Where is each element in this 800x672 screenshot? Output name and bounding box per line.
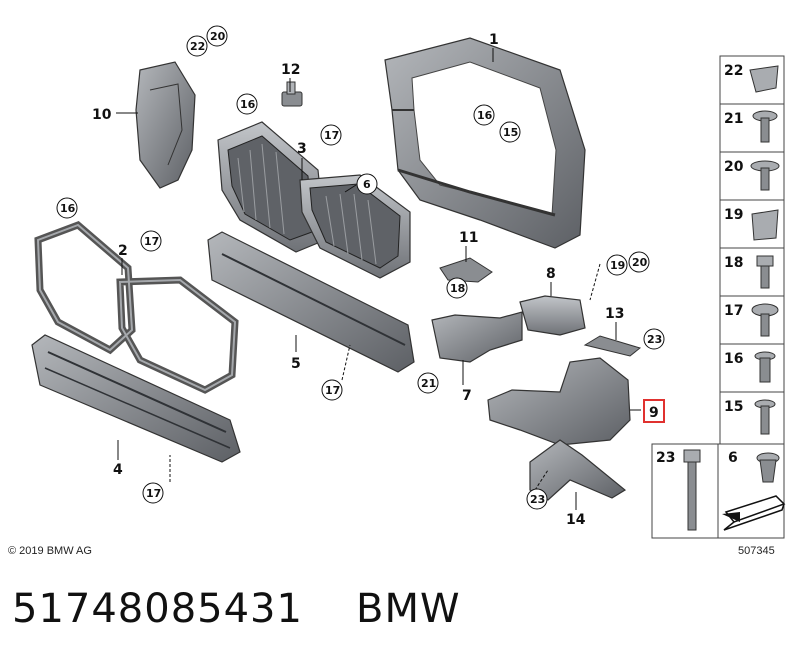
callout-16-circle-a: 16 [240,98,256,111]
callout-11: 11 [459,230,478,246]
part-8-duct-extension [519,295,586,336]
part-14-holder [529,439,627,501]
callout-17-circle-b: 17 [144,235,159,248]
part-1-frame [384,37,586,249]
screw-washer-icon [750,160,780,191]
image-number: 507345 [738,545,775,557]
part-11-bracket [439,257,493,283]
callout-3: 3 [297,141,307,157]
legend-item-18: 18 [724,255,743,271]
part-7-air-duct [431,311,523,363]
part-3-kidney-grille [217,121,411,279]
part-4-lower-duct [31,334,241,463]
callout-13: 13 [605,306,624,322]
callout-8: 8 [546,266,556,282]
copyright-text: © 2019 BMW AG [8,545,92,557]
callout-7: 7 [462,388,472,404]
legend-item-23: 23 [656,450,675,466]
callout-20-circle-b: 20 [632,256,648,269]
part-5-lower-bar [207,231,415,373]
callout-2: 2 [118,243,128,259]
callout-17-circle-d: 17 [146,487,161,500]
callout-23-circle-b: 23 [530,493,545,506]
arrow-plate-icon [722,495,786,531]
part-2-grille-frame [34,220,239,394]
part-number: 51748085431 [12,586,303,632]
callout-16-circle-c: 16 [60,202,76,215]
legend-item-15: 15 [724,399,743,415]
part-9-brake-duct [487,357,631,446]
callout-18-circle: 18 [450,282,465,295]
spring-nut-icon [751,209,779,241]
callout-9-highlight-box [643,399,665,423]
legend-item-22: 22 [724,63,743,79]
expanding-rivet-icon [754,351,776,383]
callout-12: 12 [281,62,300,78]
nut-clip-icon [749,65,779,93]
callout-9: 9 [649,405,659,421]
callout-6-circle: 6 [363,178,371,191]
flange-screw-icon [751,303,779,337]
callout-20-circle: 20 [210,30,226,43]
callout-4: 4 [113,462,123,478]
brand-name: BMW [356,586,461,632]
callout-10: 10 [92,107,112,123]
callout-17-circle-a: 17 [324,129,339,142]
clip-nut-icon [756,452,780,483]
leader-lines [116,48,641,510]
callout-23-circle-a: 23 [647,333,662,346]
callout-16-circle-b: 16 [477,109,493,122]
callout-19-circle: 19 [610,259,625,272]
legend-item-19: 19 [724,207,743,223]
hex-bolt-icon [756,255,774,289]
callout-14: 14 [566,512,586,528]
callout-17-circle-c: 17 [325,384,340,397]
fastener-legend: 22 21 20 19 18 17 16 15 [719,55,785,447]
callout-22-circle: 22 [190,40,205,53]
push-rivet-icon [754,399,776,435]
part-10-air-guide [135,61,196,189]
callout-5: 5 [291,356,301,372]
legend-item-6: 6 [728,450,738,466]
callout-1: 1 [489,32,499,48]
long-bolt-icon [683,449,701,531]
legend-item-20: 20 [724,159,744,175]
legend-item-21: 21 [724,111,743,127]
part-12-clip [281,81,303,107]
callout-21-circle: 21 [421,377,436,390]
part-13-bracket [583,335,642,357]
callout-15-circle: 15 [503,126,518,139]
screw-icon [752,110,778,143]
legend-item-16: 16 [724,351,743,367]
bottom-legend: 23 6 [651,443,786,539]
legend-item-17: 17 [724,303,743,319]
circled-callouts: 20 22 16 17 6 16 15 16 17 17 17 21 18 19… [56,25,665,510]
